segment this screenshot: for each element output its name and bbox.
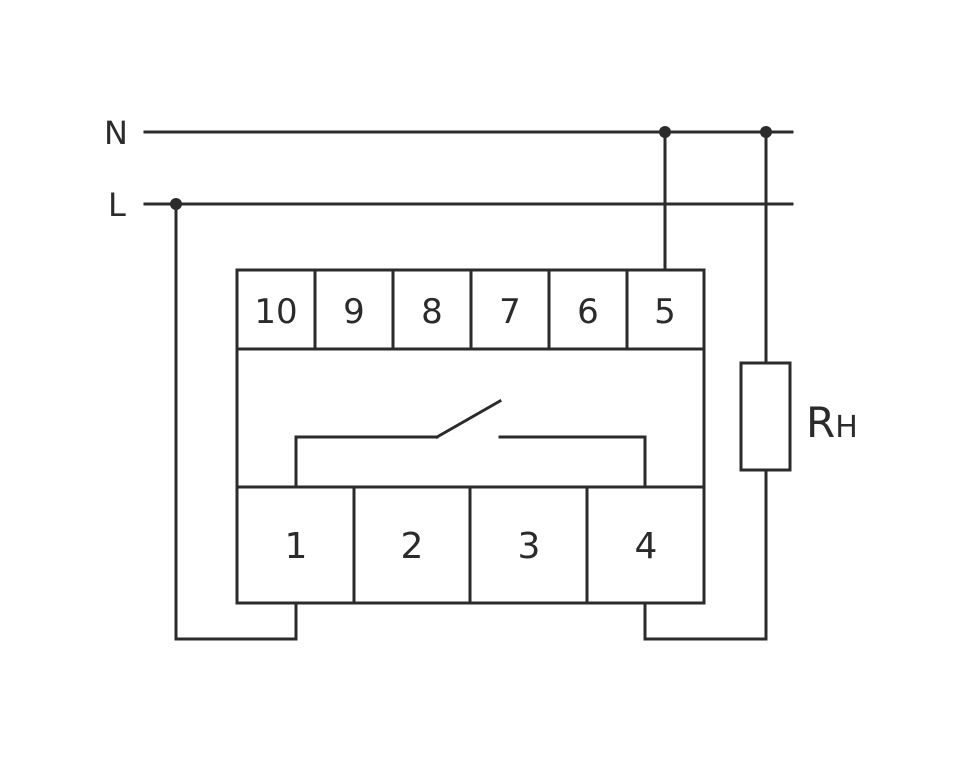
neutral-label: N <box>104 114 128 152</box>
terminal-2-label: 2 <box>401 526 424 567</box>
terminal-9-label: 9 <box>343 292 365 332</box>
terminal-4-label: 4 <box>635 526 658 567</box>
live-label: L <box>108 186 126 224</box>
load-resistor <box>739 361 792 472</box>
live-to-terminal1-wire <box>174 202 298 641</box>
load-label: RH <box>806 398 858 447</box>
terminal-1-label: 1 <box>285 526 308 567</box>
terminal-8-label: 8 <box>421 292 443 332</box>
terminal4-to-load-wire <box>643 468 768 641</box>
load-subscript: H <box>835 410 858 445</box>
terminal-5-label: 5 <box>654 292 676 332</box>
terminal-7-label: 7 <box>499 292 521 332</box>
load-symbol: R <box>806 398 835 447</box>
terminal-3-label: 3 <box>518 526 541 567</box>
terminal-10-label: 10 <box>254 292 297 332</box>
terminal-6-label: 6 <box>577 292 599 332</box>
relay-contact-switch <box>294 398 647 489</box>
top-terminal-strip <box>235 268 706 351</box>
bottom-terminal-strip <box>235 485 706 605</box>
